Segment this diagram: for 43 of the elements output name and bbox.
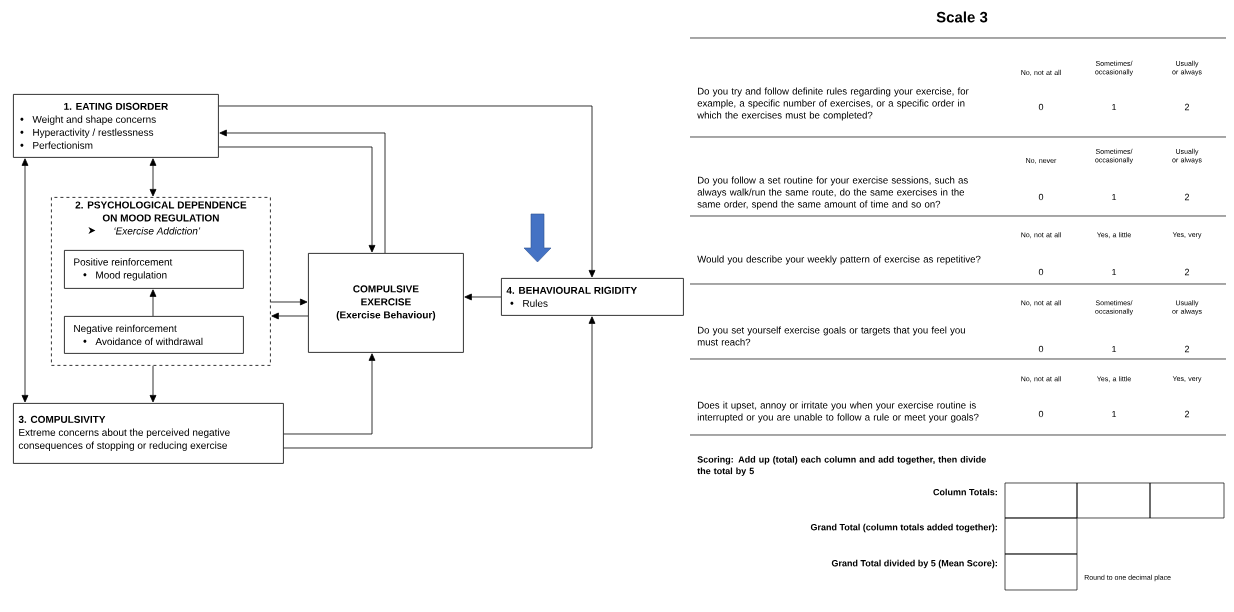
arrow	[271, 312, 309, 320]
scoring-instruction: Scoring: Add up (total) each column and add together, then divide the total by 5	[697, 456, 986, 476]
process-box: Negative reinforcement Avoidance of withdrawal	[64, 316, 244, 354]
arrow	[149, 158, 157, 197]
process-box: Positive reinforcement Mood regulation	[64, 250, 244, 289]
score-value: 0	[1038, 410, 1044, 418]
score-value: 0	[1038, 268, 1044, 276]
score-value: 2	[1184, 410, 1190, 418]
question-text: Does it upset, annoy or irritate you when your exercise routine is interrupted or you are unable to follow a rule or meet your goals?	[697, 401, 979, 423]
arrow	[464, 293, 502, 301]
row-label: Grand Total divided by 5 (Mean Score):	[831, 559, 997, 569]
process-box: COMPULSIVE EXERCISE (Exercise Behaviour)	[308, 253, 464, 353]
arrow	[21, 158, 29, 403]
arrow	[283, 316, 596, 449]
question-text: Do you try and follow definite rules regarding your exercise, for example, a specific number of exercises, or a specific order in which the exercises must be completed?	[697, 87, 969, 121]
arrow	[218, 105, 596, 278]
process-box: 3. COMPULSIVITY Extreme concerns about the perceived negative consequences of stopping or reducing exercise	[13, 403, 284, 464]
score-value: 0	[1038, 193, 1044, 201]
score-value: 1	[1112, 410, 1117, 418]
score-value: 1	[1112, 268, 1117, 276]
arrow	[218, 146, 376, 253]
score-value: 0	[1038, 103, 1044, 111]
arrow	[270, 298, 308, 306]
score-value: 0	[1038, 345, 1044, 353]
score-value: 2	[1184, 268, 1190, 276]
row-label: Grand Total (column totals added together):	[810, 523, 997, 533]
question-text: Do you follow a set routine for your exercise sessions, such as always walk/run the same route, do the same exercises in the same order, spend the same amount of time and so on?	[697, 176, 968, 210]
process-box: 4. BEHAVIOURAL RIGIDITY Rules	[501, 278, 684, 316]
score-value: 2	[1184, 345, 1190, 353]
score-value: 2	[1184, 193, 1190, 201]
process-box: 1. EATING DISORDER Weight and shape concerns Hyperactivity / restlessness Perfectionism	[13, 94, 219, 158]
score-value: 1	[1112, 193, 1117, 201]
arrow	[283, 353, 376, 435]
score-value: 2	[1184, 103, 1190, 111]
row-label: Column Totals:	[933, 488, 997, 496]
arrow	[149, 289, 157, 317]
score-value: 1	[1112, 103, 1117, 111]
arrow	[149, 365, 157, 403]
question-text: Do you set yourself exercise goals or targets that you feel you must reach?	[697, 326, 965, 346]
score-value: 1	[1112, 345, 1117, 353]
title: Scale 3	[936, 11, 988, 23]
arrow	[219, 129, 386, 254]
question-text: Would you describe your weekly pattern of exercise as repetitive?	[697, 255, 981, 265]
